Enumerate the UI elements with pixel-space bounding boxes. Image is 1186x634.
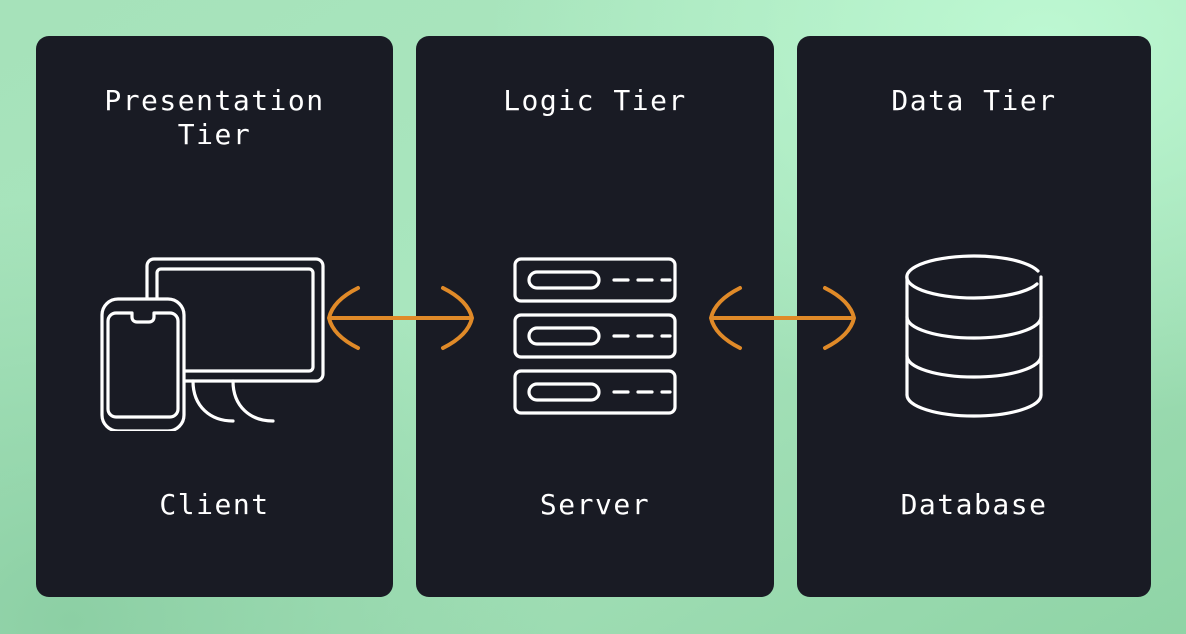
- tier-title-presentation: Presentation Tier: [104, 84, 325, 151]
- tier-title-logic: Logic Tier: [503, 84, 687, 117]
- client-devices-icon: [36, 226, 393, 446]
- tier-label-server: Server: [539, 488, 651, 521]
- server-racks-icon: [416, 226, 774, 446]
- tier-label-client: Client: [159, 488, 270, 521]
- tier-card-logic[interactable]: Logic Tier: [416, 36, 774, 597]
- tier-card-presentation[interactable]: Presentation Tier Client: [36, 36, 393, 597]
- tier-card-data[interactable]: Data Tier Database: [797, 36, 1151, 597]
- database-cylinder-icon: [797, 226, 1151, 446]
- tier-title-data: Data Tier: [891, 84, 1057, 117]
- tier-label-database: Database: [900, 488, 1048, 521]
